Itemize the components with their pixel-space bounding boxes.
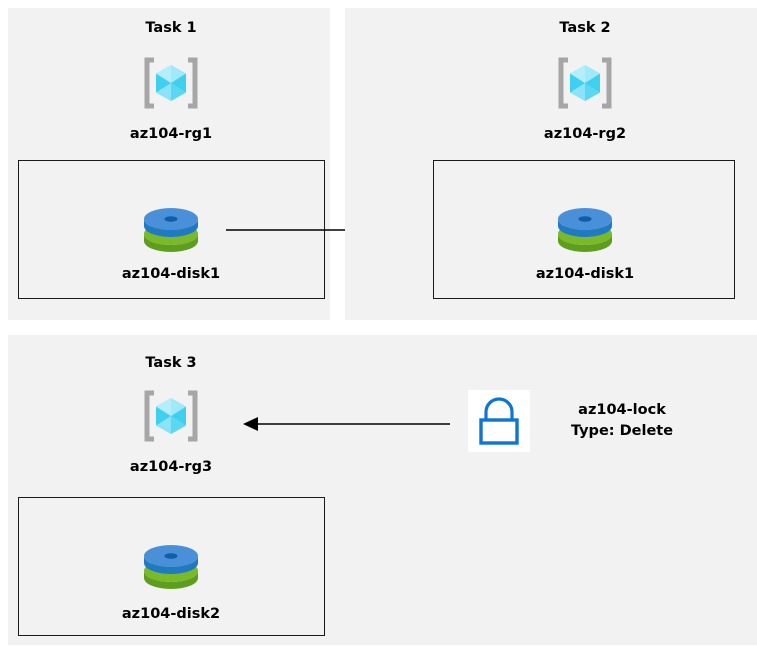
lock-caption: az104-lock Type: Delete — [537, 400, 707, 442]
azure-managed-disk-icon — [136, 533, 206, 595]
disk-3-label: az104-disk2 — [121, 606, 221, 622]
azure-resource-group-icon — [554, 52, 616, 114]
padlock-icon — [479, 397, 519, 445]
resource-group-3-label: az104-rg3 — [129, 459, 213, 475]
lock-tile — [468, 390, 530, 452]
panel-task-1 — [8, 8, 330, 320]
panel-task-3 — [8, 335, 757, 645]
lock-type: Type: Delete — [570, 423, 674, 439]
azure-managed-disk-icon — [550, 196, 620, 258]
disk-1-label: az104-disk1 — [121, 266, 221, 282]
azure-resource-group-icon — [140, 385, 202, 447]
resource-group-2-label: az104-rg2 — [543, 126, 627, 142]
task-2-title: Task 2 — [559, 20, 611, 36]
lock-name: az104-lock — [578, 402, 666, 418]
task-3-resource-box — [18, 497, 325, 636]
task-2-resource-box — [433, 160, 735, 299]
disk-2-label: az104-disk1 — [535, 266, 635, 282]
panel-task-2 — [345, 8, 757, 320]
task-3-title: Task 3 — [145, 355, 197, 371]
resource-group-1-label: az104-rg1 — [129, 126, 213, 142]
azure-resource-group-icon — [140, 52, 202, 114]
task-1-title: Task 1 — [145, 20, 197, 36]
azure-managed-disk-icon — [136, 196, 206, 258]
lock-arrow — [243, 417, 450, 431]
